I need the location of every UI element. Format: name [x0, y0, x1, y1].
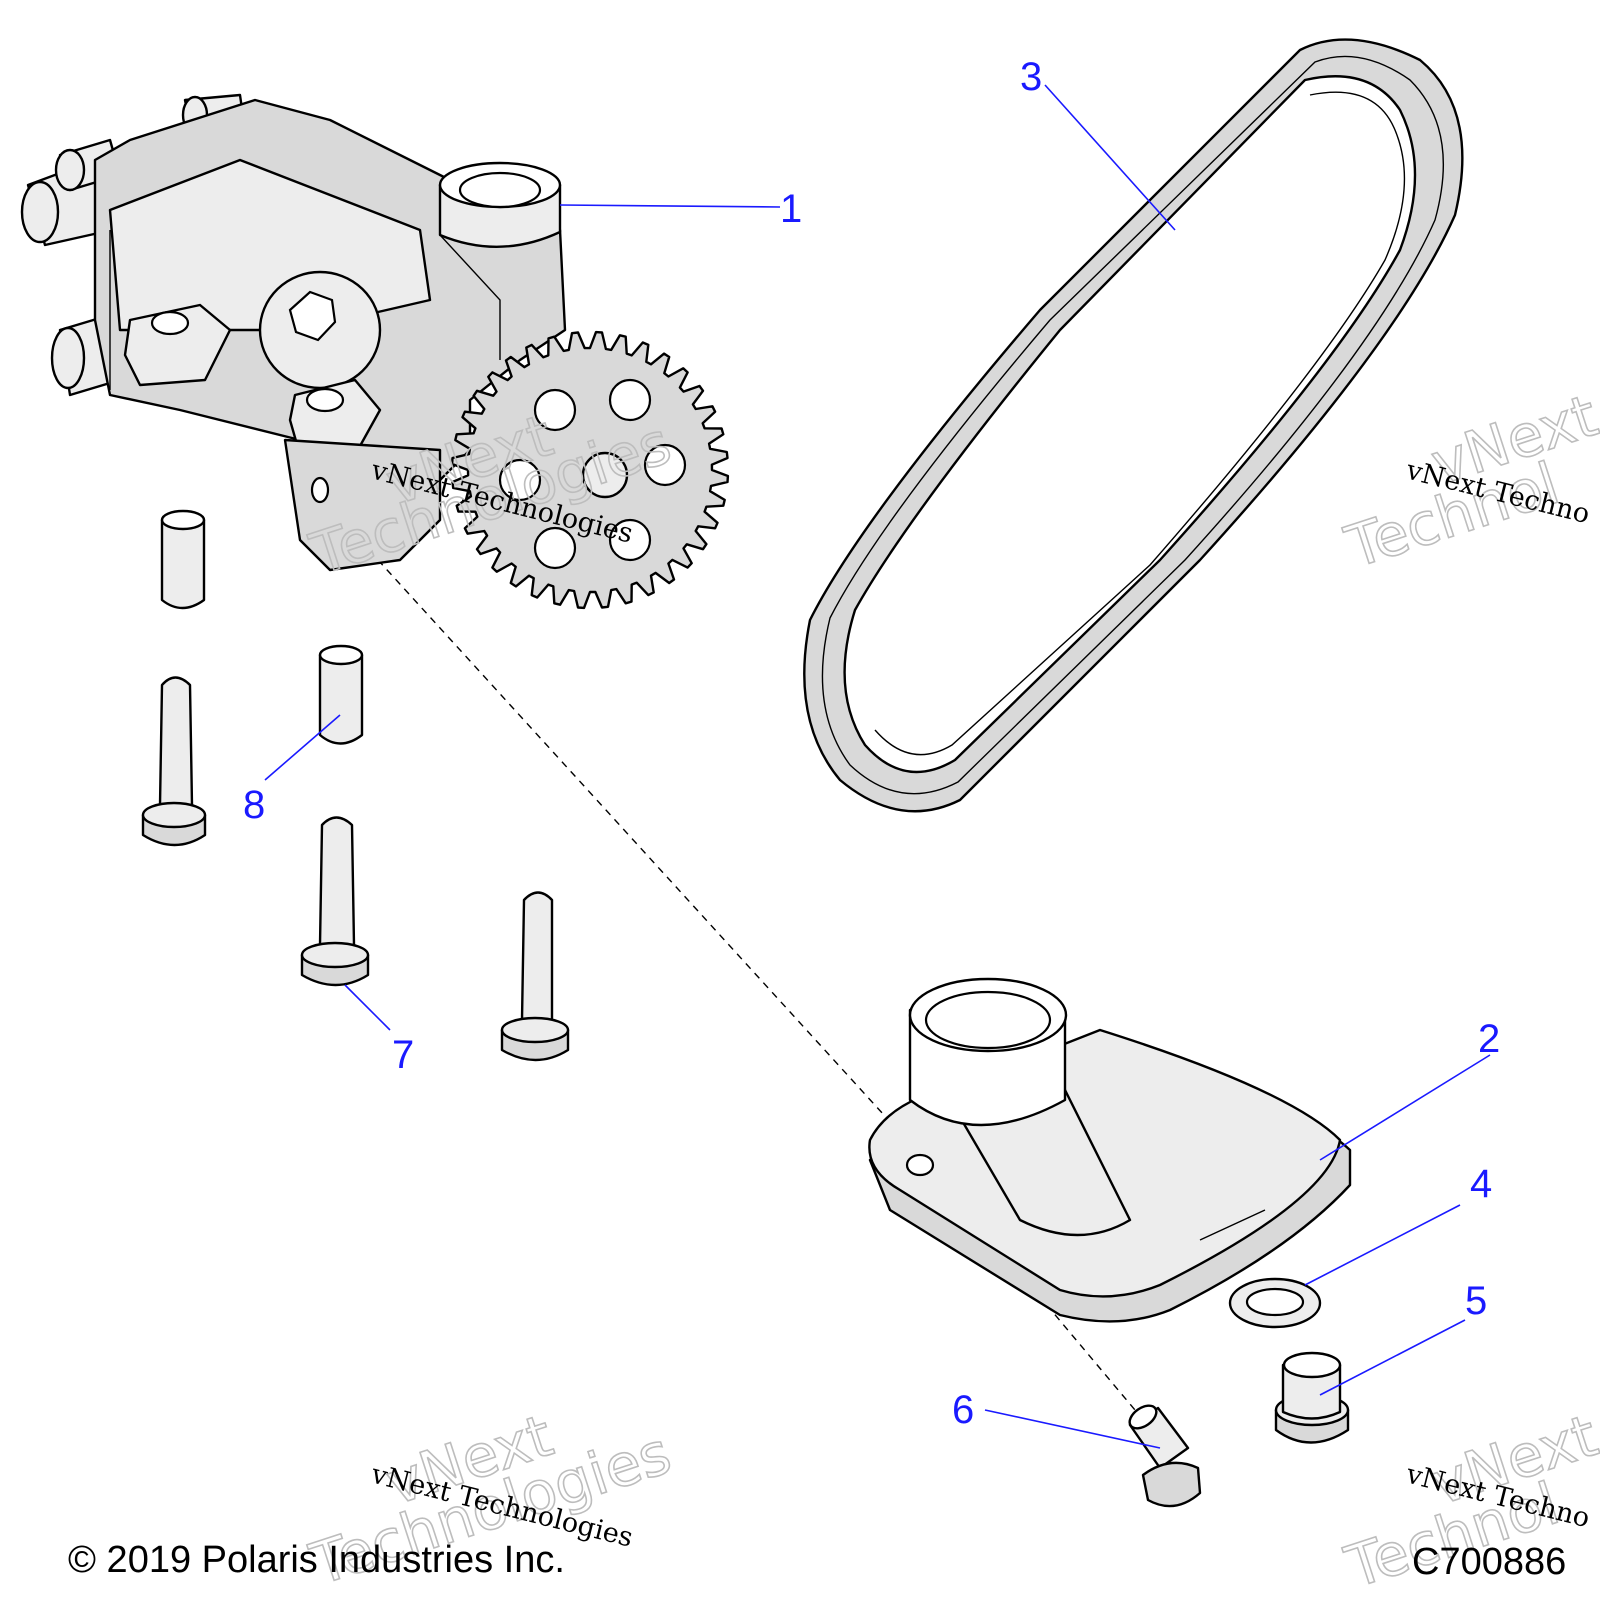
callout-6: 6: [952, 1388, 974, 1432]
oil-pump-sprocket: [450, 330, 730, 610]
leader-8: [264, 714, 341, 781]
leader-6: [984, 1409, 1161, 1449]
oil-pump-assembly: [20, 93, 730, 610]
oil-pickup: [868, 977, 1352, 1323]
sealing-washer: [1228, 1277, 1322, 1329]
callout-2: 2: [1478, 1017, 1500, 1061]
flange-bolt-1: [141, 676, 207, 847]
drain-plug: [1274, 1351, 1350, 1444]
copyright-text: © 2019 Polaris Industries Inc.: [68, 1539, 565, 1581]
flange-bolt-2: [300, 816, 370, 987]
leader-2: [1319, 1054, 1491, 1161]
leader-7: [344, 984, 391, 1031]
callout-4: 4: [1470, 1162, 1492, 1206]
dowel-pin-lower: [318, 644, 364, 745]
pickup-bolt: [1128, 1404, 1202, 1508]
callout-7: 7: [392, 1033, 414, 1077]
callout-3: 3: [1020, 55, 1042, 99]
leader-3: [1044, 84, 1176, 231]
dowel-pin-upper: [160, 509, 206, 610]
leader-4: [1304, 1204, 1461, 1286]
watermark-top-right: vNext Technol vNext Techno: [1337, 380, 1600, 582]
callout-5: 5: [1465, 1279, 1487, 1323]
leader-1: [559, 204, 781, 208]
callout-8: 8: [243, 783, 265, 827]
flange-bolt-3: [500, 891, 570, 1062]
callout-1: 1: [780, 187, 802, 231]
drive-belt: [803, 38, 1464, 813]
figure-id: C700886: [1412, 1541, 1566, 1583]
leader-5: [1319, 1319, 1466, 1396]
